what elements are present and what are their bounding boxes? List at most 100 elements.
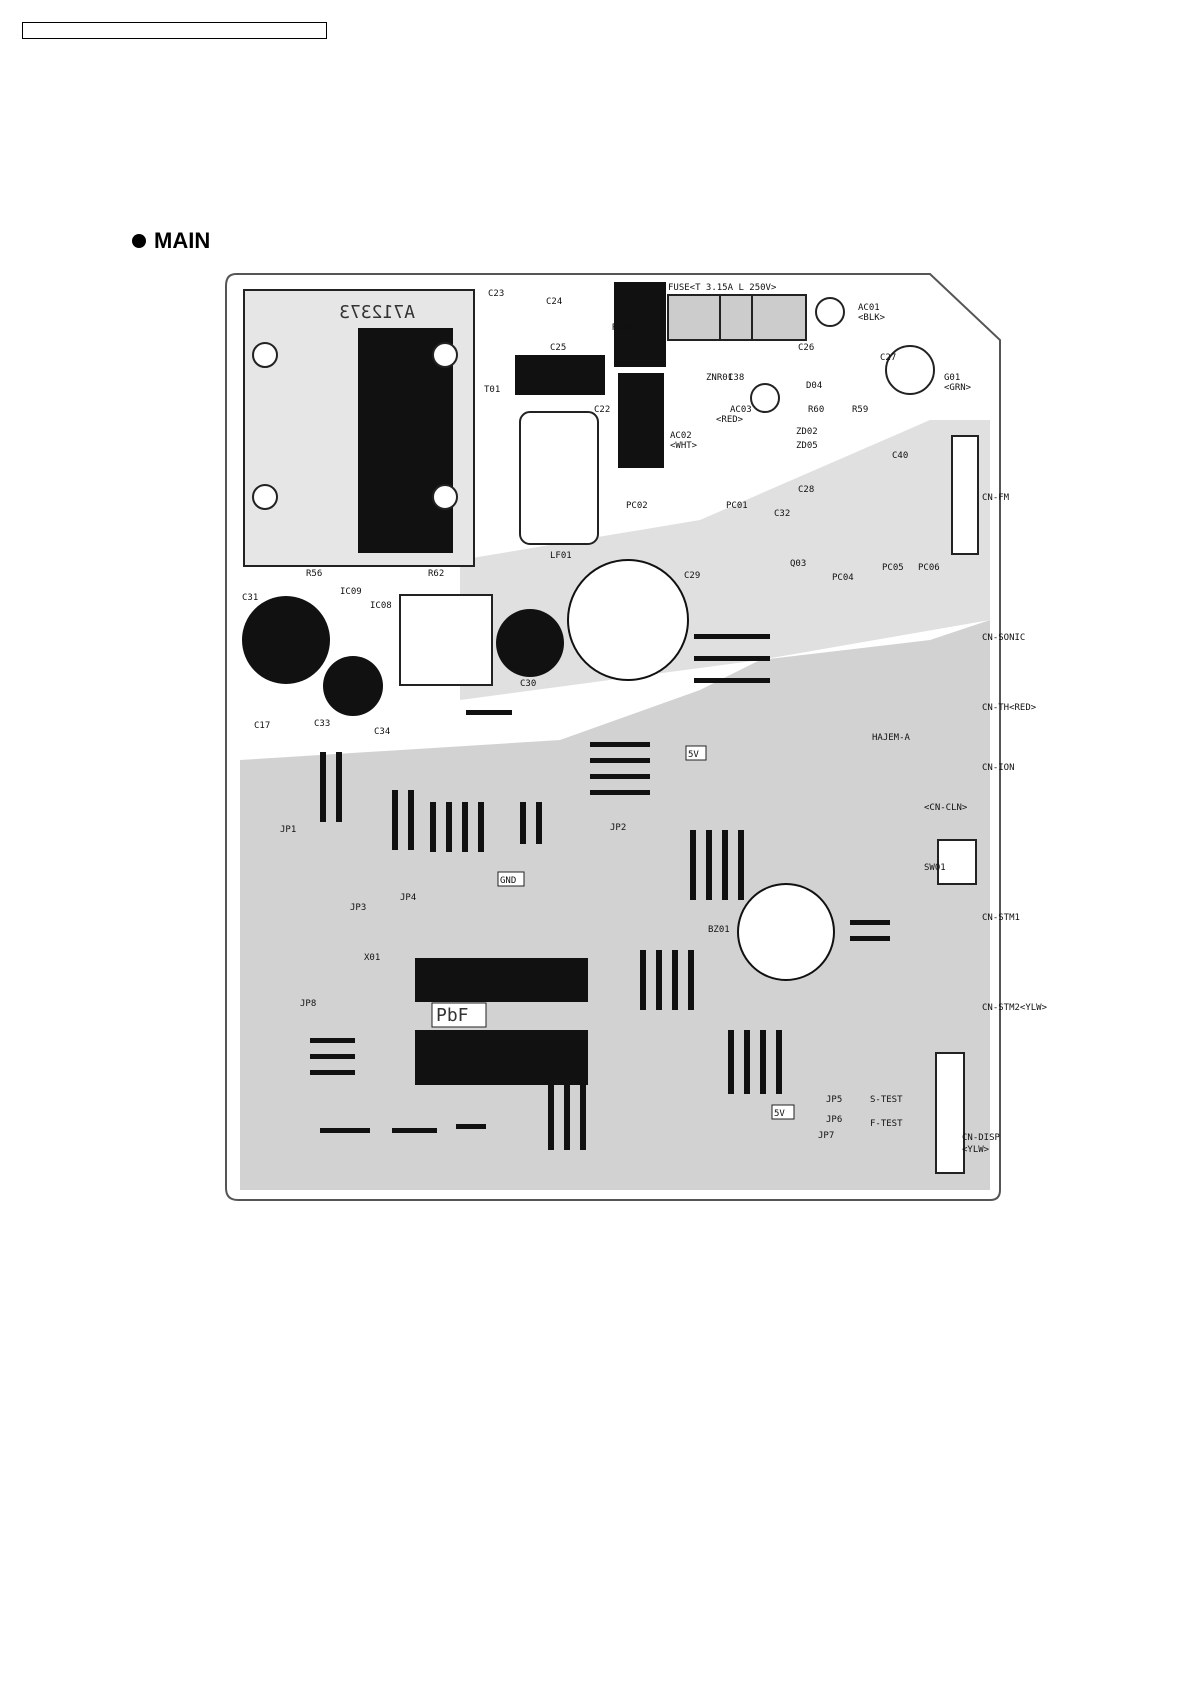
fuse-holder xyxy=(667,294,807,341)
label-ac01-note: <BLK> xyxy=(858,313,886,323)
c22-body xyxy=(618,373,664,468)
label-lf01: LF01 xyxy=(550,551,572,561)
label-znr01: ZNR01 xyxy=(706,373,733,383)
label-r138: R138 xyxy=(612,323,634,333)
label-jp7: JP7 xyxy=(818,1131,834,1141)
label-pc06: PC06 xyxy=(918,563,940,573)
label-pc02: PC02 xyxy=(626,501,648,511)
label-c25: C25 xyxy=(550,343,566,353)
component-labels: C23 C24 C25 R138 FUSE<T 3.15A L 250V> AC… xyxy=(242,283,1048,1155)
c25-body xyxy=(515,355,605,395)
label-ac02-note: <WHT> xyxy=(670,441,698,451)
label-zd05: ZD05 xyxy=(796,441,818,451)
label-c22: C22 xyxy=(594,405,610,415)
bz01-buzzer xyxy=(737,883,835,981)
c29-capacitor xyxy=(567,559,689,681)
label-c33: C33 xyxy=(314,719,330,729)
ic-upper xyxy=(415,958,588,1002)
label-pc01: PC01 xyxy=(726,501,748,511)
label-jp2: JP2 xyxy=(610,823,626,833)
ac01-screw xyxy=(815,297,845,327)
label-jp6: JP6 xyxy=(826,1115,842,1125)
label-ic09: IC09 xyxy=(340,587,362,597)
section-title-text: MAIN xyxy=(154,228,211,253)
label-c38: C38 xyxy=(728,373,744,383)
c31-capacitor xyxy=(242,596,330,684)
label-pbf: PbF xyxy=(436,1005,469,1026)
label-jp8: JP8 xyxy=(300,999,316,1009)
label-fuse: FUSE<T 3.15A L 250V> xyxy=(668,283,777,293)
label-f-test: F-TEST xyxy=(870,1119,903,1129)
label-c23: C23 xyxy=(488,289,504,299)
label-q03: Q03 xyxy=(790,559,806,569)
label-cn-sonic: CN-SONIC xyxy=(982,633,1025,643)
label-cn-ion: CN-ION xyxy=(982,763,1015,773)
label-t01: T01 xyxy=(484,385,500,395)
label-cn-stm1: CN-STM1 xyxy=(982,913,1020,923)
label-bz01: BZ01 xyxy=(708,925,730,935)
label-ac01: AC01 xyxy=(858,303,880,313)
label-c30: C30 xyxy=(520,679,536,689)
r138-body xyxy=(614,282,666,367)
label-pc04: PC04 xyxy=(832,573,854,583)
label-c27: C27 xyxy=(880,353,896,363)
cn-disp xyxy=(935,1052,965,1174)
label-cn-cln: <CN-CLN> xyxy=(924,803,968,813)
label-r60: R60 xyxy=(808,405,824,415)
label-cn-disp-note: <YLW> xyxy=(962,1145,990,1155)
label-jp5: JP5 xyxy=(826,1095,842,1105)
label-jp3: JP3 xyxy=(350,903,366,913)
label-5v: 5V xyxy=(688,750,699,760)
bullet-icon xyxy=(132,234,146,248)
label-c24: C24 xyxy=(546,297,562,307)
label-jp4: JP4 xyxy=(400,893,416,903)
label-cn-stm2: CN-STM2<YLW> xyxy=(982,1003,1048,1013)
part-code: A712373 xyxy=(339,302,415,323)
label-g01-note: <GRN> xyxy=(944,383,972,393)
c33-capacitor xyxy=(323,656,383,716)
label-c32: C32 xyxy=(774,509,790,519)
cn-fm xyxy=(951,435,979,555)
heatsink xyxy=(399,594,493,686)
label-ac03-note: <RED> xyxy=(716,415,744,425)
section-title: MAIN xyxy=(132,228,210,254)
label-c17: C17 xyxy=(254,721,270,731)
label-cn-disp: CN-DISP xyxy=(962,1133,1001,1143)
lf01-body xyxy=(519,411,599,545)
label-c34: C34 xyxy=(374,727,390,737)
label-d04: D04 xyxy=(806,381,822,391)
label-ac02: AC02 xyxy=(670,431,692,441)
label-hajem-a: HAJEM-A xyxy=(872,733,911,743)
label-c40: C40 xyxy=(892,451,908,461)
label-zd02: ZD02 xyxy=(796,427,818,437)
transformer-core xyxy=(358,328,453,553)
ic-lower xyxy=(415,1030,588,1085)
pcb-traces xyxy=(310,634,890,1150)
label-jp1: JP1 xyxy=(280,825,296,835)
g01-screw xyxy=(885,345,935,395)
sw01 xyxy=(937,839,977,885)
label-c26: C26 xyxy=(798,343,814,353)
label-5v-b: 5V xyxy=(774,1109,785,1119)
label-pc05: PC05 xyxy=(882,563,904,573)
transformer-pins xyxy=(252,342,458,510)
label-cn-th: CN-TH<RED> xyxy=(982,703,1037,713)
label-x01: X01 xyxy=(364,953,380,963)
label-g01: G01 xyxy=(944,373,960,383)
label-cn-fm: CN-FM xyxy=(982,493,1010,503)
label-ac03: AC03 xyxy=(730,405,752,415)
header-box xyxy=(22,22,327,39)
label-r59: R59 xyxy=(852,405,868,415)
ac03-screw xyxy=(750,383,780,413)
label-r56: R56 xyxy=(306,569,322,579)
label-sw01: SW01 xyxy=(924,863,946,873)
label-s-test: S-TEST xyxy=(870,1095,903,1105)
label-c31: C31 xyxy=(242,593,258,603)
label-gnd: GND xyxy=(500,876,516,886)
label-c28: C28 xyxy=(798,485,814,495)
label-ic08: IC08 xyxy=(370,601,392,611)
label-r62: R62 xyxy=(428,569,444,579)
c30-capacitor xyxy=(496,609,564,677)
label-c29: C29 xyxy=(684,571,700,581)
